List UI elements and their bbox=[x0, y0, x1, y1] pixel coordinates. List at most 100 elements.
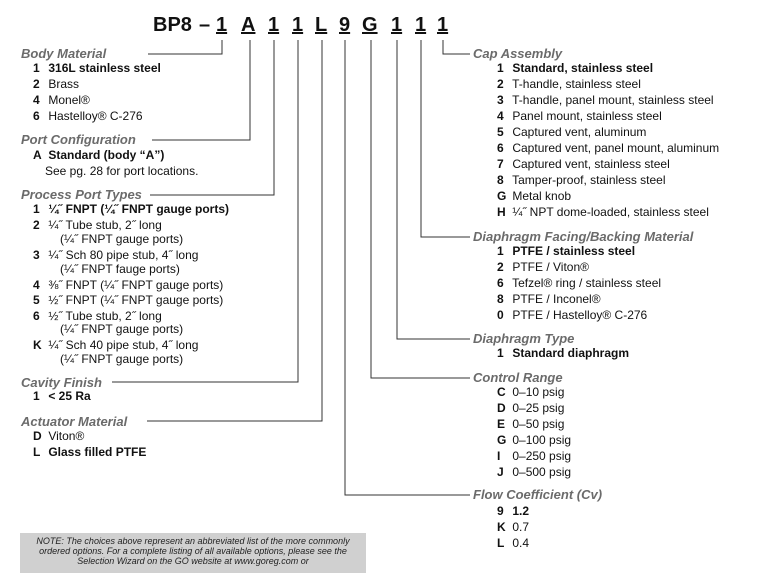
list-item: G Metal knob bbox=[497, 189, 571, 203]
list-item: K ¼˝ Sch 40 pipe stub, 4˝ long bbox=[33, 338, 198, 352]
list-item: 9 1.2 bbox=[497, 504, 529, 518]
list-item: 1 316L stainless steel bbox=[33, 61, 161, 75]
list-item: 1 ¼˝ FNPT (¼˝ FNPT gauge ports) bbox=[33, 202, 229, 216]
option-label: Standard (body “A”) bbox=[48, 148, 165, 162]
code-diaphragm-facing: 1 bbox=[415, 14, 427, 36]
list-item: 6 Captured vent, panel mount, aluminum bbox=[497, 141, 719, 155]
list-item: 1 < 25 Ra bbox=[33, 389, 91, 403]
list-item: I 0–250 psig bbox=[497, 449, 571, 463]
option-label: Monel® bbox=[48, 93, 90, 107]
code-flow-coefficient: 9 bbox=[339, 14, 351, 36]
option-code: 1 bbox=[497, 346, 504, 360]
option-code: D bbox=[497, 401, 506, 415]
list-item: 1 PTFE / stainless steel bbox=[497, 244, 635, 258]
option-label: 0–250 psig bbox=[512, 449, 572, 463]
option-code: 1 bbox=[33, 389, 40, 403]
option-label: Captured vent, panel mount, aluminum bbox=[512, 141, 720, 155]
option-code: I bbox=[497, 449, 501, 463]
option-code: 4 bbox=[33, 93, 40, 107]
option-label: 0–25 psig bbox=[512, 401, 565, 415]
option-code: 8 bbox=[497, 292, 504, 306]
option-label: < 25 Ra bbox=[48, 389, 91, 403]
list-item: 2 T-handle, stainless steel bbox=[497, 77, 641, 91]
code-diaphragm-type: 1 bbox=[391, 14, 403, 36]
option-label: ⅜˝ FNPT (¼˝ FNPT gauge ports) bbox=[48, 278, 224, 292]
option-code: 7 bbox=[497, 157, 504, 171]
option-label: 0–100 psig bbox=[512, 433, 572, 447]
option-code: 2 bbox=[497, 260, 504, 274]
option-code: C bbox=[497, 385, 506, 399]
option-label: T-handle, panel mount, stainless steel bbox=[512, 93, 714, 107]
list-item: 6 ½˝ Tube stub, 2˝ long bbox=[33, 309, 162, 323]
option-code: A bbox=[33, 148, 42, 162]
note-box: NOTE: The choices above represent an abb… bbox=[20, 533, 366, 573]
code-body-material: 1 bbox=[216, 14, 228, 36]
option-label: Standard, stainless steel bbox=[512, 61, 654, 75]
option-label: ¼˝ Sch 80 pipe stub, 4˝ long bbox=[48, 248, 199, 262]
option-label: Tamper-proof, stainless steel bbox=[512, 173, 666, 187]
code-cavity-finish: 1 bbox=[292, 14, 304, 36]
option-code: 1 bbox=[497, 61, 504, 75]
option-code: 2 bbox=[33, 77, 40, 91]
list-item: D Viton® bbox=[33, 429, 84, 443]
option-code: 6 bbox=[497, 276, 504, 290]
option-label: 0–10 psig bbox=[512, 385, 565, 399]
section-title-diaphragm-facing: Diaphragm Facing/Backing Material bbox=[473, 229, 694, 244]
option-label: Panel mount, stainless steel bbox=[512, 109, 662, 123]
list-item: 1 Standard, stainless steel bbox=[497, 61, 653, 75]
list-item: 5 ½˝ FNPT (¼˝ FNPT gauge ports) bbox=[33, 293, 223, 307]
option-label: T-handle, stainless steel bbox=[512, 77, 641, 91]
list-item: 4 ⅜˝ FNPT (¼˝ FNPT gauge ports) bbox=[33, 278, 223, 292]
option-label: 0–50 psig bbox=[512, 417, 565, 431]
list-item: K 0.7 bbox=[497, 520, 529, 534]
option-code: 6 bbox=[33, 309, 40, 323]
option-label: Captured vent, stainless steel bbox=[512, 157, 670, 171]
option-label: PTFE / Inconel® bbox=[512, 292, 601, 306]
option-code: 1 bbox=[33, 61, 40, 75]
option-label: Brass bbox=[48, 77, 80, 91]
section-title-cavity-finish: Cavity Finish bbox=[21, 375, 102, 390]
part-prefix: BP8 bbox=[153, 14, 192, 36]
code-control-range: G bbox=[362, 14, 378, 36]
part-dash: – bbox=[199, 14, 211, 36]
list-item: 4 Panel mount, stainless steel bbox=[497, 109, 662, 123]
option-code: 3 bbox=[497, 93, 504, 107]
option-code: 3 bbox=[33, 248, 40, 262]
list-item: 3 ¼˝ Sch 80 pipe stub, 4˝ long bbox=[33, 248, 198, 262]
option-code: 2 bbox=[497, 77, 504, 91]
option-continuation: (¼˝ FNPT gauge ports) bbox=[60, 352, 184, 366]
option-code: 1 bbox=[497, 244, 504, 258]
list-item: 3 T-handle, panel mount, stainless steel bbox=[497, 93, 714, 107]
list-item: 6 Hastelloy® C-276 bbox=[33, 109, 143, 123]
option-label: Captured vent, aluminum bbox=[512, 125, 647, 139]
option-code: 8 bbox=[497, 173, 504, 187]
list-item: J 0–500 psig bbox=[497, 465, 571, 479]
option-label: PTFE / Viton® bbox=[512, 260, 589, 274]
option-label: 316L stainless steel bbox=[48, 61, 161, 75]
section-title-control-range: Control Range bbox=[473, 370, 563, 385]
option-label: See pg. 28 for port locations. bbox=[45, 164, 199, 178]
option-code: 0 bbox=[497, 308, 504, 322]
section-title-diaphragm-type: Diaphragm Type bbox=[473, 331, 575, 346]
option-label: 0–500 psig bbox=[512, 465, 572, 479]
list-item: H ¼˝ NPT dome-loaded, stainless steel bbox=[497, 205, 709, 219]
option-label: 0.4 bbox=[512, 536, 530, 550]
option-label: PTFE / Hastelloy® C-276 bbox=[512, 308, 648, 322]
option-label: 1.2 bbox=[512, 504, 530, 518]
list-item: C 0–10 psig bbox=[497, 385, 564, 399]
option-label: PTFE / stainless steel bbox=[512, 244, 636, 258]
list-item: 1 Standard diaphragm bbox=[497, 346, 629, 360]
option-code: D bbox=[33, 429, 42, 443]
option-label: Standard diaphragm bbox=[512, 346, 630, 360]
option-continuation: (¼˝ FNPT gauge ports) bbox=[60, 232, 184, 246]
option-code: 9 bbox=[497, 504, 504, 518]
list-item: G 0–100 psig bbox=[497, 433, 571, 447]
option-code: H bbox=[497, 205, 506, 219]
option-code: 5 bbox=[497, 125, 504, 139]
option-label: Viton® bbox=[48, 429, 85, 443]
list-item: 8 Tamper-proof, stainless steel bbox=[497, 173, 666, 187]
option-code: K bbox=[33, 338, 42, 352]
option-code: G bbox=[497, 433, 507, 447]
section-title-process-port-types: Process Port Types bbox=[21, 187, 142, 202]
option-code: 4 bbox=[33, 278, 40, 292]
